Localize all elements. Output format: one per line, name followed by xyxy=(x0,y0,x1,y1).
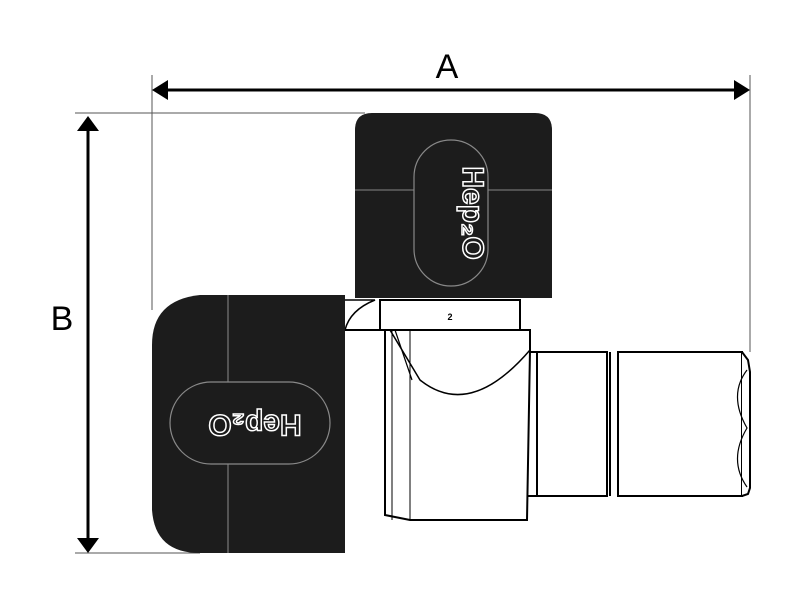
left-cap-logo: Hep₂O xyxy=(208,408,301,441)
dimension-a-label: A xyxy=(436,48,459,86)
right-socket xyxy=(526,351,751,497)
extension-lines xyxy=(75,75,751,554)
dimension-a-arrow xyxy=(152,80,750,100)
part-marking: 2 xyxy=(447,312,452,322)
top-cap-logo: Hep₂O xyxy=(456,166,489,259)
tee-body xyxy=(344,299,531,521)
top-cap: Hep₂O xyxy=(355,113,552,298)
dimension-b-arrow xyxy=(77,116,99,553)
left-cap: Hep₂O xyxy=(152,295,345,553)
dimension-b-label: B xyxy=(51,300,74,338)
